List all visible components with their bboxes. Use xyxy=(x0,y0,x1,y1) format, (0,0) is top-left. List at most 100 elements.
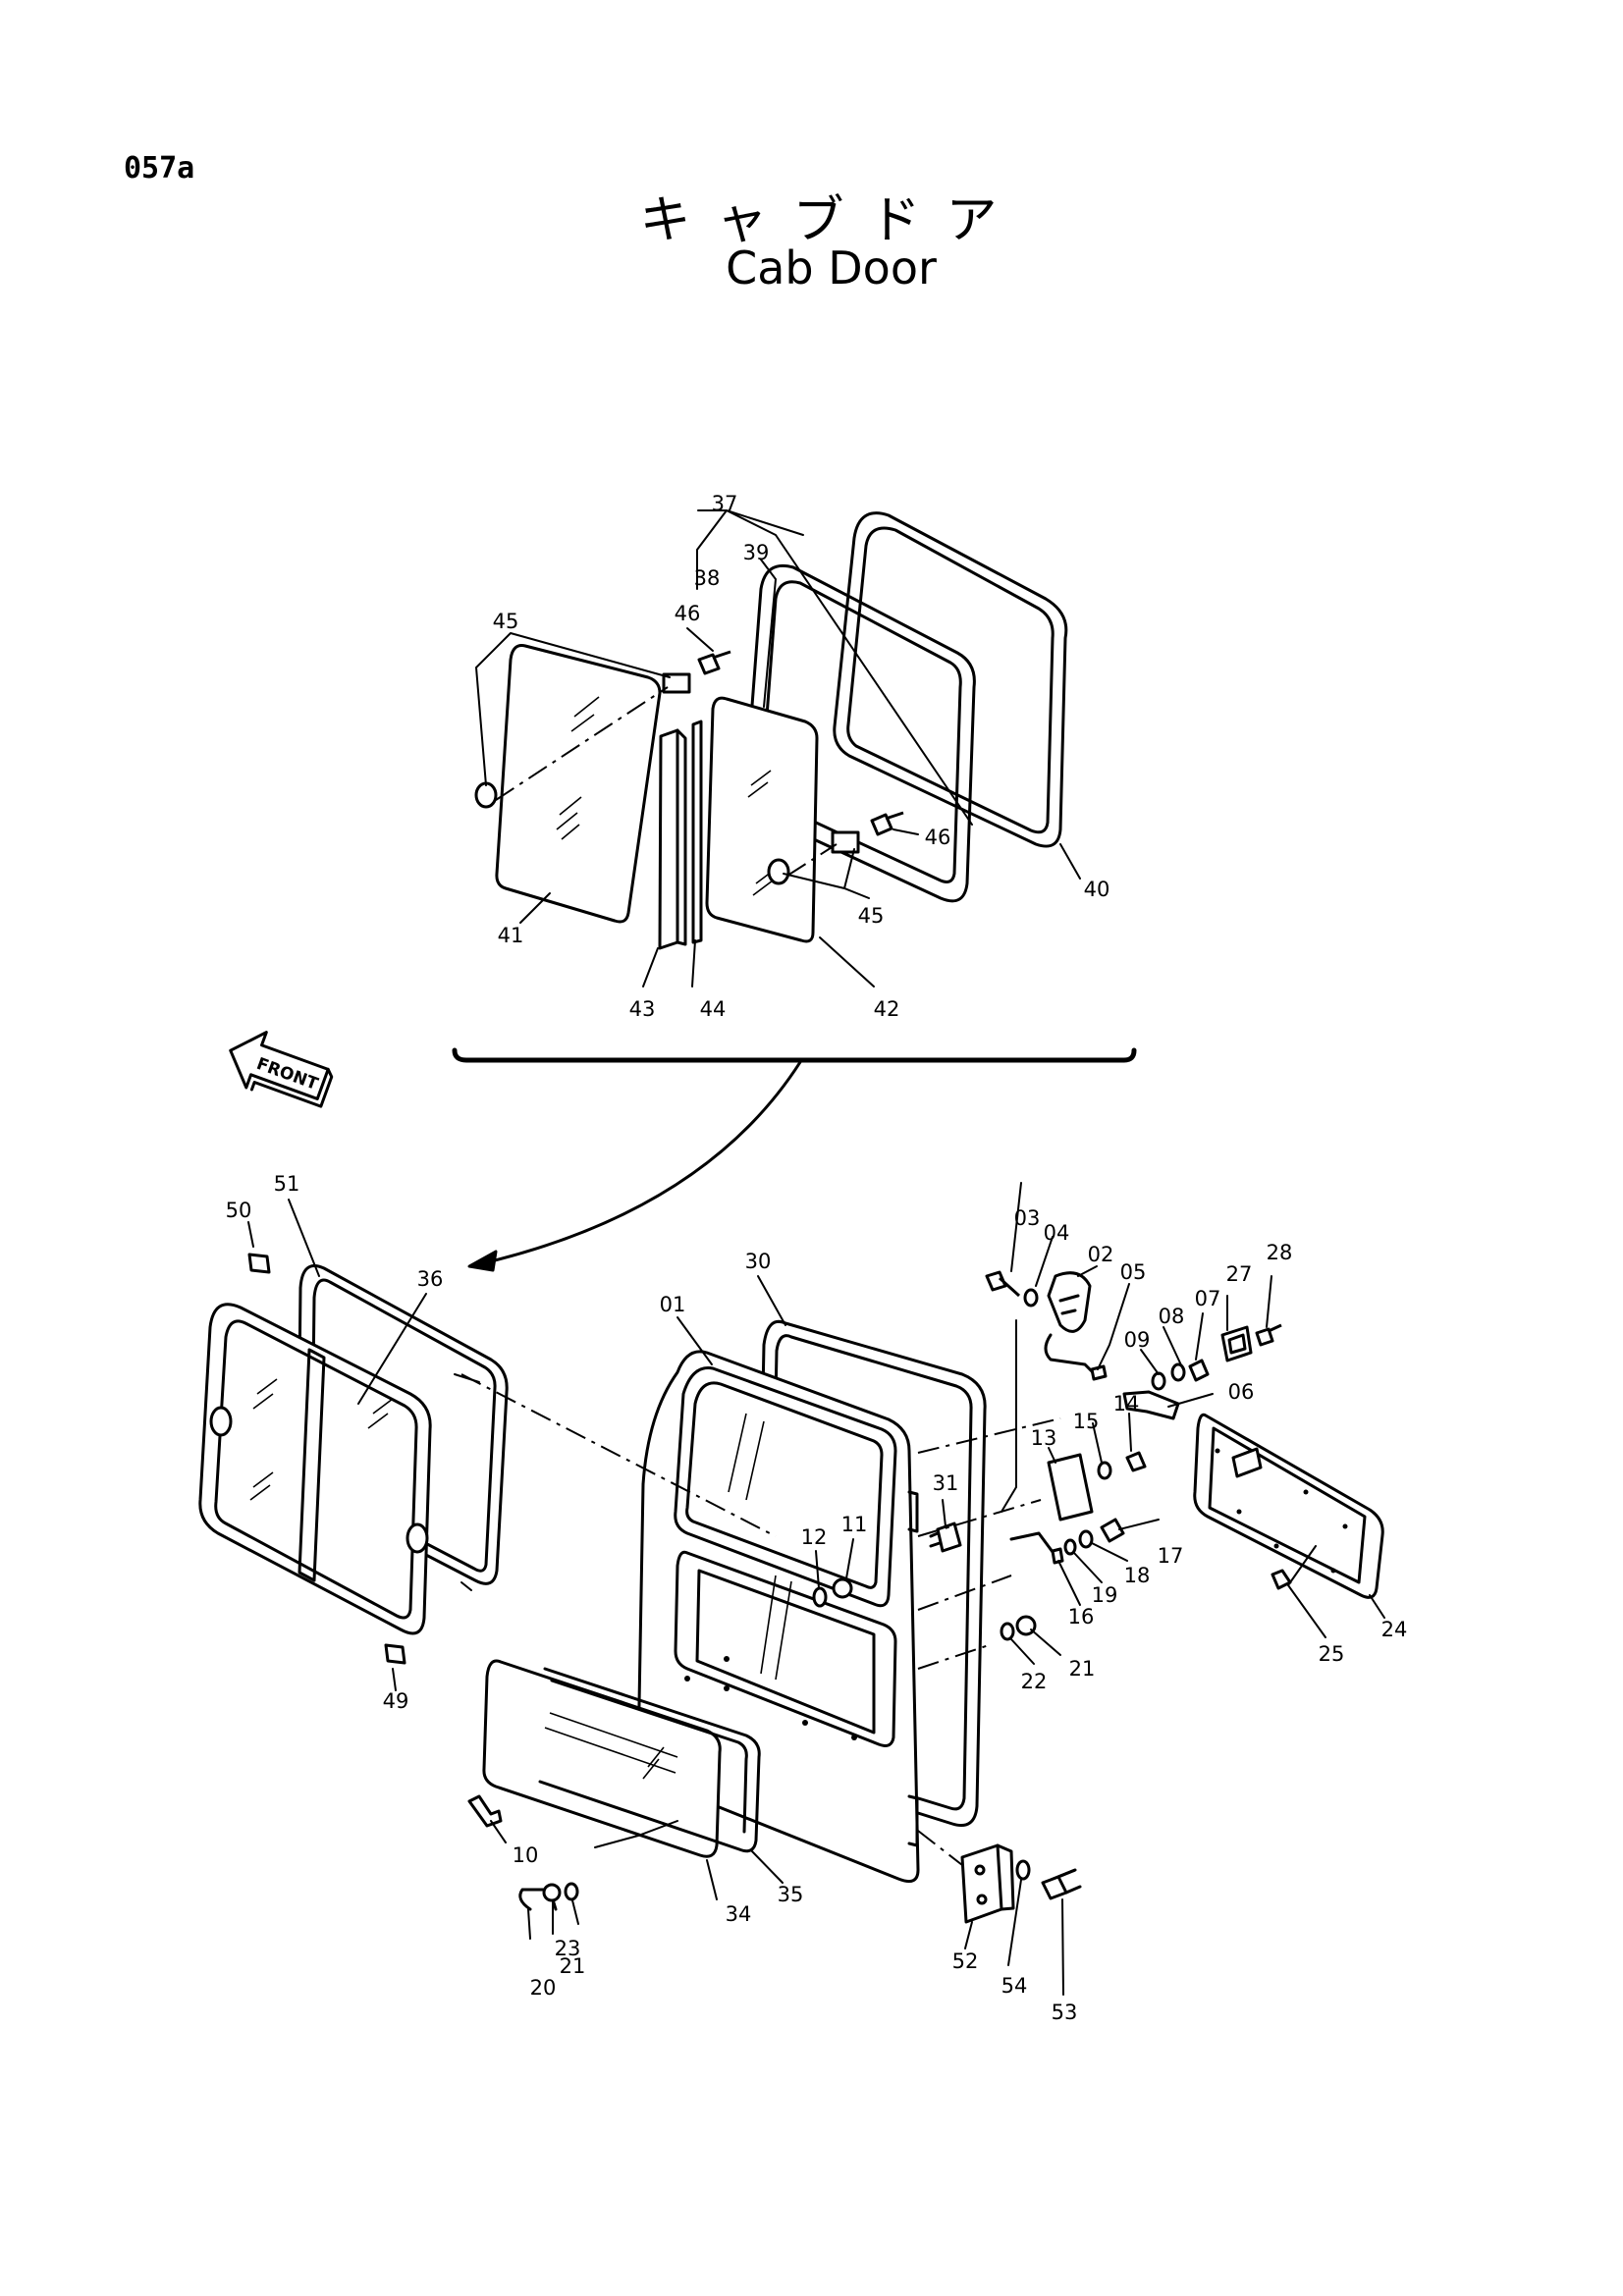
callout-42: 42 xyxy=(874,997,900,1021)
weather-strip-40 xyxy=(833,511,1068,848)
washer-23 xyxy=(564,1882,579,1901)
washer-09 xyxy=(1151,1371,1166,1391)
washer-19 xyxy=(1063,1538,1077,1556)
callout-03: 03 xyxy=(1014,1206,1041,1230)
trim-panel-24 xyxy=(1193,1413,1384,1599)
callout-01: 01 xyxy=(660,1293,686,1316)
callout-43: 43 xyxy=(629,997,656,1021)
callout-52: 52 xyxy=(952,1949,979,1973)
lower-door-assembly xyxy=(198,1253,1384,1924)
callout-16: 16 xyxy=(1068,1605,1095,1629)
link-16 xyxy=(1009,1531,1057,1558)
callout-50: 50 xyxy=(226,1199,252,1222)
assembly-bracket xyxy=(452,1047,1137,1063)
lower-glass-34 xyxy=(482,1659,722,1858)
bolt-14 xyxy=(1125,1451,1147,1472)
pad-49 xyxy=(384,1643,406,1665)
washer-12 xyxy=(812,1586,828,1608)
latch-block-45 xyxy=(662,672,691,694)
bracket-06 xyxy=(1122,1390,1180,1420)
window-frame-39 xyxy=(744,563,976,903)
callout-22: 22 xyxy=(1021,1670,1048,1693)
callout-41: 41 xyxy=(498,924,524,947)
callout-08: 08 xyxy=(1159,1305,1185,1328)
callout-14: 14 xyxy=(1113,1392,1140,1415)
seal-51 xyxy=(297,1264,509,1585)
washer-54 xyxy=(1015,1859,1031,1881)
callout-25: 25 xyxy=(1319,1642,1345,1666)
nut-11 xyxy=(832,1577,853,1599)
callout-54: 54 xyxy=(1001,1974,1028,1998)
upper-window-assembly xyxy=(474,511,1068,950)
door-lock-02 xyxy=(1047,1271,1092,1333)
callout-45-top: 45 xyxy=(493,610,519,633)
callout-21-bottom: 21 xyxy=(560,1954,586,1978)
callout-36: 36 xyxy=(417,1267,444,1291)
callout-35: 35 xyxy=(778,1883,804,1906)
callout-30: 30 xyxy=(745,1250,772,1273)
bolt-46b xyxy=(870,811,904,836)
callout-06: 06 xyxy=(1228,1380,1255,1404)
bolt-03 xyxy=(985,1270,1021,1298)
nut-21b xyxy=(542,1883,562,1902)
callout-28: 28 xyxy=(1267,1241,1293,1264)
slide-glass-42 xyxy=(705,696,819,943)
callout-13: 13 xyxy=(1031,1426,1057,1450)
callout-40: 40 xyxy=(1084,878,1110,901)
callout-38: 38 xyxy=(694,566,721,590)
lower-seal-35 xyxy=(538,1667,761,1853)
fixed-window-36 xyxy=(198,1303,432,1635)
callout-19: 19 xyxy=(1092,1583,1118,1607)
lower-leader-lines xyxy=(247,1182,1385,1996)
handle-20 xyxy=(518,1888,558,1911)
hinge-52 xyxy=(960,1843,1003,1924)
front-arrow: FRONT xyxy=(229,1031,334,1108)
callout-04: 04 xyxy=(1044,1221,1070,1245)
callout-11: 11 xyxy=(841,1513,868,1536)
callout-46-right: 46 xyxy=(925,826,951,849)
callout-10: 10 xyxy=(513,1843,539,1867)
bolt-53 xyxy=(1041,1868,1076,1900)
callout-44: 44 xyxy=(700,997,727,1021)
callout-02: 02 xyxy=(1088,1243,1114,1266)
callout-05: 05 xyxy=(1120,1260,1147,1284)
callout-24: 24 xyxy=(1381,1618,1408,1641)
callout-34: 34 xyxy=(726,1902,752,1926)
callout-27: 27 xyxy=(1226,1262,1253,1286)
title-japanese: キャブドア xyxy=(639,191,1023,250)
glass-channel-43 xyxy=(658,728,679,950)
washer-15 xyxy=(1097,1461,1112,1480)
inner-handle-27 xyxy=(1220,1325,1253,1362)
title-english: Cab Door xyxy=(726,241,937,294)
seal-44 xyxy=(691,720,703,944)
callout-53: 53 xyxy=(1052,2001,1078,2024)
bracket-10 xyxy=(467,1794,503,1828)
callout-20: 20 xyxy=(530,1976,557,2000)
callout-31: 31 xyxy=(933,1471,959,1495)
pad-50 xyxy=(247,1253,271,1274)
callout-49: 49 xyxy=(383,1689,409,1713)
callout-39: 39 xyxy=(743,541,770,564)
latch-knob-45 xyxy=(474,781,498,809)
callout-numbers: 37 39 38 45 46 46 40 41 45 43 44 42 51 5… xyxy=(226,492,1408,2024)
slide-glass-41 xyxy=(495,644,662,924)
bolt-46 xyxy=(697,650,731,675)
upper-leader-lines xyxy=(474,509,1081,988)
callout-51: 51 xyxy=(274,1172,300,1196)
door-seal-30 xyxy=(754,1319,987,1827)
callout-45-bottom: 45 xyxy=(858,904,885,928)
washer-22 xyxy=(1000,1622,1015,1641)
callout-15: 15 xyxy=(1073,1410,1100,1433)
latch-knob-45b xyxy=(767,858,790,885)
callout-07: 07 xyxy=(1195,1287,1221,1310)
rod-05 xyxy=(1044,1333,1097,1376)
washer-18 xyxy=(1078,1529,1094,1549)
bolt-28 xyxy=(1255,1323,1282,1347)
washer-04 xyxy=(1023,1288,1039,1308)
callout-18: 18 xyxy=(1124,1564,1151,1587)
callout-37: 37 xyxy=(712,492,738,515)
bolt-17 xyxy=(1100,1518,1125,1543)
callout-23: 23 xyxy=(555,1937,581,1960)
plate-13 xyxy=(1047,1453,1094,1522)
